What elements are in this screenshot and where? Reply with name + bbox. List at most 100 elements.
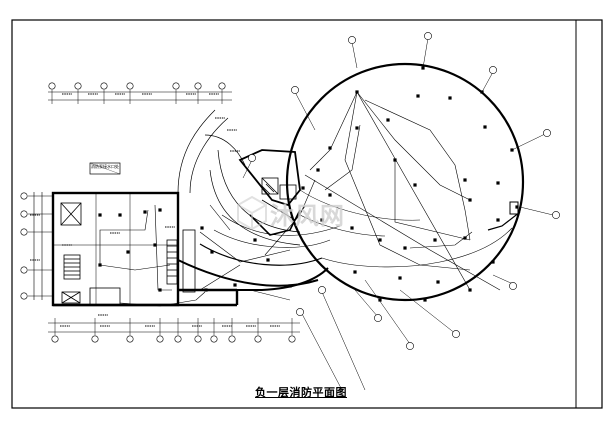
smoke-detector-icon xyxy=(355,90,359,94)
smoke-detector-icon xyxy=(421,66,425,70)
bottom-dimension-line xyxy=(48,318,300,343)
leader-lines xyxy=(242,37,554,391)
smoke-detector-icon xyxy=(288,284,292,288)
smoke-detector-icon xyxy=(328,193,332,197)
axis-bubble-bottom xyxy=(254,335,262,343)
fire-wiring xyxy=(99,91,501,307)
sheet-frame xyxy=(11,19,603,409)
smoke-detector-icon xyxy=(398,276,402,280)
smoke-detector-icon xyxy=(416,94,420,98)
stair-icon xyxy=(63,254,81,280)
axis-bubble-bottom xyxy=(228,335,236,343)
axis-bubble-bottom xyxy=(156,335,164,343)
drawing-title: 负一层消防平面图 xyxy=(255,386,347,399)
axis-bubble-left xyxy=(20,192,28,200)
smoke-detector-icon xyxy=(491,260,495,264)
smoke-detector-icon xyxy=(98,263,102,267)
axis-bubble-bottom xyxy=(288,335,296,343)
axis-bubble-top xyxy=(74,82,82,90)
smoke-detector-icon xyxy=(143,210,147,214)
callout-bubble xyxy=(552,211,560,219)
shaft-box xyxy=(60,202,82,226)
smoke-detector-icon xyxy=(496,218,500,222)
circular-hall xyxy=(285,62,525,302)
callout-bubbles xyxy=(248,32,560,350)
callout-bubble xyxy=(424,32,432,40)
axis-bubble-bottom xyxy=(91,335,99,343)
smoke-detector-icon xyxy=(423,298,427,302)
smoke-detector-icon xyxy=(378,298,382,302)
callout-bubble xyxy=(509,282,517,290)
dimension-annotations xyxy=(30,93,280,327)
smoke-detector-icon xyxy=(210,250,214,254)
smoke-detector-icon xyxy=(463,236,467,240)
smoke-detector-icon xyxy=(468,288,472,292)
smoke-detector-icon xyxy=(378,238,382,242)
smoke-detector-icon xyxy=(403,246,407,250)
axis-bubble-top xyxy=(126,82,134,90)
smoke-detector-icon xyxy=(158,208,162,212)
smoke-detector-icon xyxy=(448,96,452,100)
callout-bubble xyxy=(374,314,382,322)
axis-bubble-bottom xyxy=(51,335,59,343)
smoke-detector-icon xyxy=(253,238,257,242)
stair-icon-2 xyxy=(166,239,178,285)
smoke-detector-icon xyxy=(126,250,130,254)
smoke-detector-icon xyxy=(496,181,500,185)
smoke-detector-icon xyxy=(204,288,208,292)
smoke-detector-icon xyxy=(301,186,305,190)
smoke-detector-icon xyxy=(233,283,237,287)
axis-bubble-left xyxy=(20,292,28,300)
top-dimension-line xyxy=(48,82,232,104)
smoke-detector-icon xyxy=(433,238,437,242)
smoke-detector-icon xyxy=(266,258,270,262)
smoke-detector-icon xyxy=(328,146,332,150)
smoke-detector-icon xyxy=(468,198,472,202)
smoke-detector-icon xyxy=(355,126,359,130)
callout-label-box xyxy=(89,162,121,175)
axis-bubble-left xyxy=(20,266,28,274)
callout-bubble xyxy=(291,86,299,94)
axis-bubble-top xyxy=(48,82,56,90)
smoke-detector-icon xyxy=(515,205,519,209)
smoke-detector-icon xyxy=(118,213,122,217)
smoke-detector-icon xyxy=(316,168,320,172)
axis-bubble-top xyxy=(100,82,108,90)
smoke-detector-icon xyxy=(320,218,324,222)
smoke-detector-icon xyxy=(413,183,417,187)
smoke-detector-icon xyxy=(158,288,162,292)
smoke-detector-icon xyxy=(98,213,102,217)
callout-bubble xyxy=(248,154,256,162)
watermark xyxy=(237,195,267,231)
smoke-detector-icon xyxy=(393,158,397,162)
callout-bubble xyxy=(348,36,356,44)
smoke-detector-icon xyxy=(463,178,467,182)
callout-bubble xyxy=(489,66,497,74)
smoke-detector-icon xyxy=(353,270,357,274)
smoke-detector-icon xyxy=(483,125,487,129)
smoke-detector-icons xyxy=(98,66,519,302)
callout-bubble xyxy=(543,129,551,137)
axis-bubble-bottom xyxy=(174,335,182,343)
left-dimension-line xyxy=(20,192,53,300)
smoke-detector-icon xyxy=(480,90,484,94)
stair-icon-3 xyxy=(261,183,275,195)
axis-bubble-top xyxy=(194,82,202,90)
smoke-detector-icon xyxy=(350,226,354,230)
axis-bubble-bottom xyxy=(126,335,134,343)
smoke-detector-icon xyxy=(386,118,390,122)
smoke-detector-icon xyxy=(510,148,514,152)
callout-bubble xyxy=(296,308,304,316)
axis-bubble-bottom xyxy=(210,335,218,343)
callout-bubble xyxy=(452,330,460,338)
axis-bubble-left xyxy=(20,210,28,218)
watermark-text: 沐风网 xyxy=(270,202,345,230)
callout-bubble xyxy=(318,286,326,294)
callout-bubble xyxy=(406,342,414,350)
axis-bubble-top xyxy=(218,82,226,90)
axis-bubble-left xyxy=(20,228,28,236)
cube-logo-icon xyxy=(237,195,267,231)
smoke-detector-icon xyxy=(436,280,440,284)
